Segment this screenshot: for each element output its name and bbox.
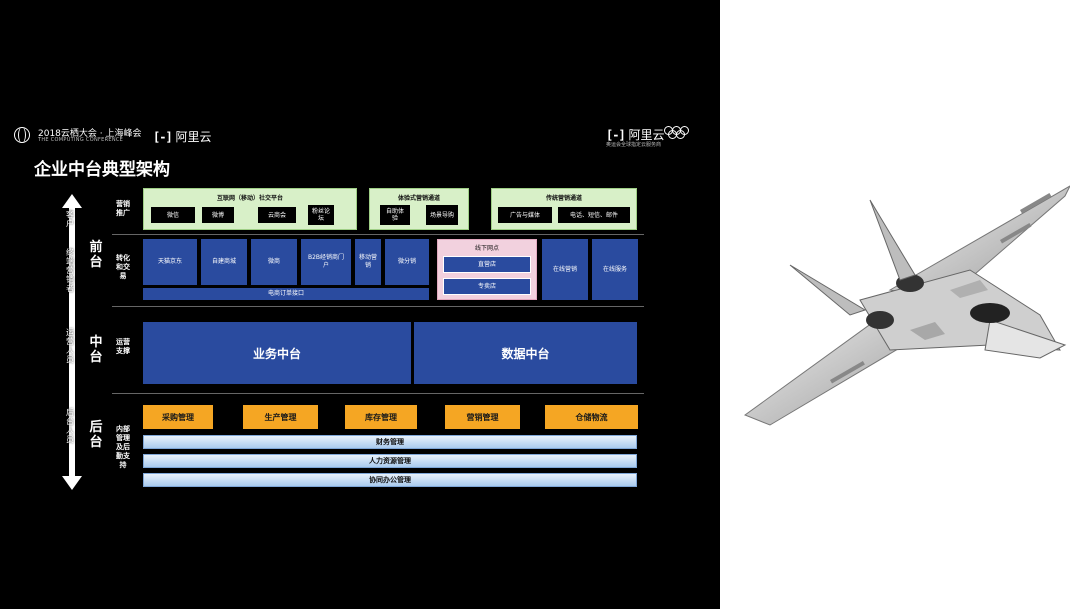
- bar-finance: 财务管理: [143, 435, 637, 449]
- online-marketing: 在线营销: [542, 239, 588, 300]
- bar-collaborative-office: 协同办公管理: [143, 473, 637, 487]
- globe-icon: [14, 127, 30, 143]
- offline-outlets-title: 线下网点: [474, 245, 499, 252]
- channel-weibo: 微博: [202, 207, 234, 223]
- channel-fan-forum: 粉丝论坛: [308, 205, 334, 225]
- layer-middle-label: 中台: [89, 335, 103, 365]
- page-title: 企业中台典型架构: [34, 160, 170, 180]
- channel-mobile-marketing: 移动营销: [355, 239, 381, 285]
- online-service: 在线服务: [592, 239, 638, 300]
- order-interface-bar: 电商订单接口: [143, 288, 429, 300]
- channel-micro-distribution: 微分销: [385, 239, 429, 285]
- experience-marketing-panel: 体验式营销通道 自助体验 场景导购: [369, 188, 469, 230]
- row-separator: [112, 393, 644, 394]
- conference-name: 2018云栖大会 · 上海峰会: [38, 129, 142, 139]
- arrow-down-icon: [62, 476, 82, 490]
- module-inventory: 库存管理: [345, 405, 417, 429]
- aliyun-brand-text: 阿里云: [175, 130, 212, 144]
- channel-own-mall: 自建商城: [201, 239, 247, 285]
- module-marketing-management: 营销管理: [445, 405, 520, 429]
- row-separator: [112, 234, 644, 235]
- social-platform-title: 互联网（移动）社交平台: [216, 195, 283, 202]
- axis-customer-label: 客户: [66, 210, 74, 228]
- direct-store: 直营店: [443, 256, 531, 273]
- channel-phone-sms-email: 电话、短信、邮件: [558, 207, 630, 223]
- arrow-up-icon: [62, 194, 82, 208]
- olympic-rings-icon: [664, 126, 692, 140]
- channel-self-experience: 自助体验: [380, 205, 410, 225]
- bar-human-resources: 人力资源管理: [143, 454, 637, 468]
- row-operation-label: 运营支撑: [116, 338, 130, 355]
- aliyun-brand-text: 阿里云: [628, 128, 665, 142]
- traditional-marketing-title: 传统营销通道: [545, 195, 582, 202]
- axis-front-actor: 终端营销者: [66, 248, 74, 293]
- channel-tmall-jd: 天猫京东: [143, 239, 197, 285]
- aliyun-bracket-icon: [-]: [606, 128, 626, 142]
- data-middle-platform: 数据中台: [414, 322, 637, 384]
- channel-wechat-shop: 微商: [251, 239, 297, 285]
- conference-logo: 2018云栖大会 · 上海峰会 THE COMPUTING CONFERENCE: [14, 126, 154, 146]
- row-marketing-label: 营销推广: [116, 200, 130, 217]
- aliyun-logo-left: [-] 阿里云: [153, 128, 212, 145]
- axis-middle-actor: 运营人员: [66, 328, 74, 364]
- architecture-slide: 2018云栖大会 · 上海峰会 THE COMPUTING CONFERENCE…: [0, 0, 720, 609]
- traditional-marketing-panel: 传统营销通道 广告与媒体 电话、短信、邮件: [491, 188, 637, 230]
- module-warehouse-logistics: 仓储物流: [545, 405, 638, 429]
- module-procurement: 采购管理: [143, 405, 213, 429]
- row-conversion-label: 转化和交易: [116, 254, 130, 280]
- offline-outlets-panel: 线下网点 直营店 专卖店: [437, 239, 537, 300]
- axis-back-actor: 后台人员: [66, 408, 74, 444]
- social-platform-panel: 互联网（移动）社交平台 微信 微博 云商会 粉丝论坛: [143, 188, 357, 230]
- layer-front-label: 前台: [89, 240, 103, 270]
- channel-ads-media: 广告与媒体: [498, 207, 552, 223]
- layer-back-label: 后台: [89, 420, 103, 450]
- aliyun-bracket-icon: [-]: [153, 130, 173, 144]
- channel-wechat: 微信: [151, 207, 195, 223]
- conference-name-en: THE COMPUTING CONFERENCE: [38, 137, 124, 143]
- channel-b2b-portal: B2B经销商门户: [301, 239, 351, 285]
- channel-scene-guide: 场景导购: [426, 205, 458, 225]
- franchise-store: 专卖店: [443, 278, 531, 295]
- fighter-jet-icon: [743, 185, 1070, 426]
- row-internal-label: 内部管理及后勤支持: [116, 425, 130, 469]
- module-production: 生产管理: [243, 405, 318, 429]
- channel-yunshanghui: 云商会: [258, 207, 296, 223]
- row-separator: [112, 306, 644, 307]
- aliyun-logo-right: [-] 阿里云: [606, 126, 665, 143]
- aliyun-subtitle: 奥运会全球指定云服务商: [606, 142, 662, 148]
- vertical-double-arrow: [62, 194, 82, 490]
- business-middle-platform: 业务中台: [143, 322, 411, 384]
- experience-marketing-title: 体验式营销通道: [397, 195, 440, 202]
